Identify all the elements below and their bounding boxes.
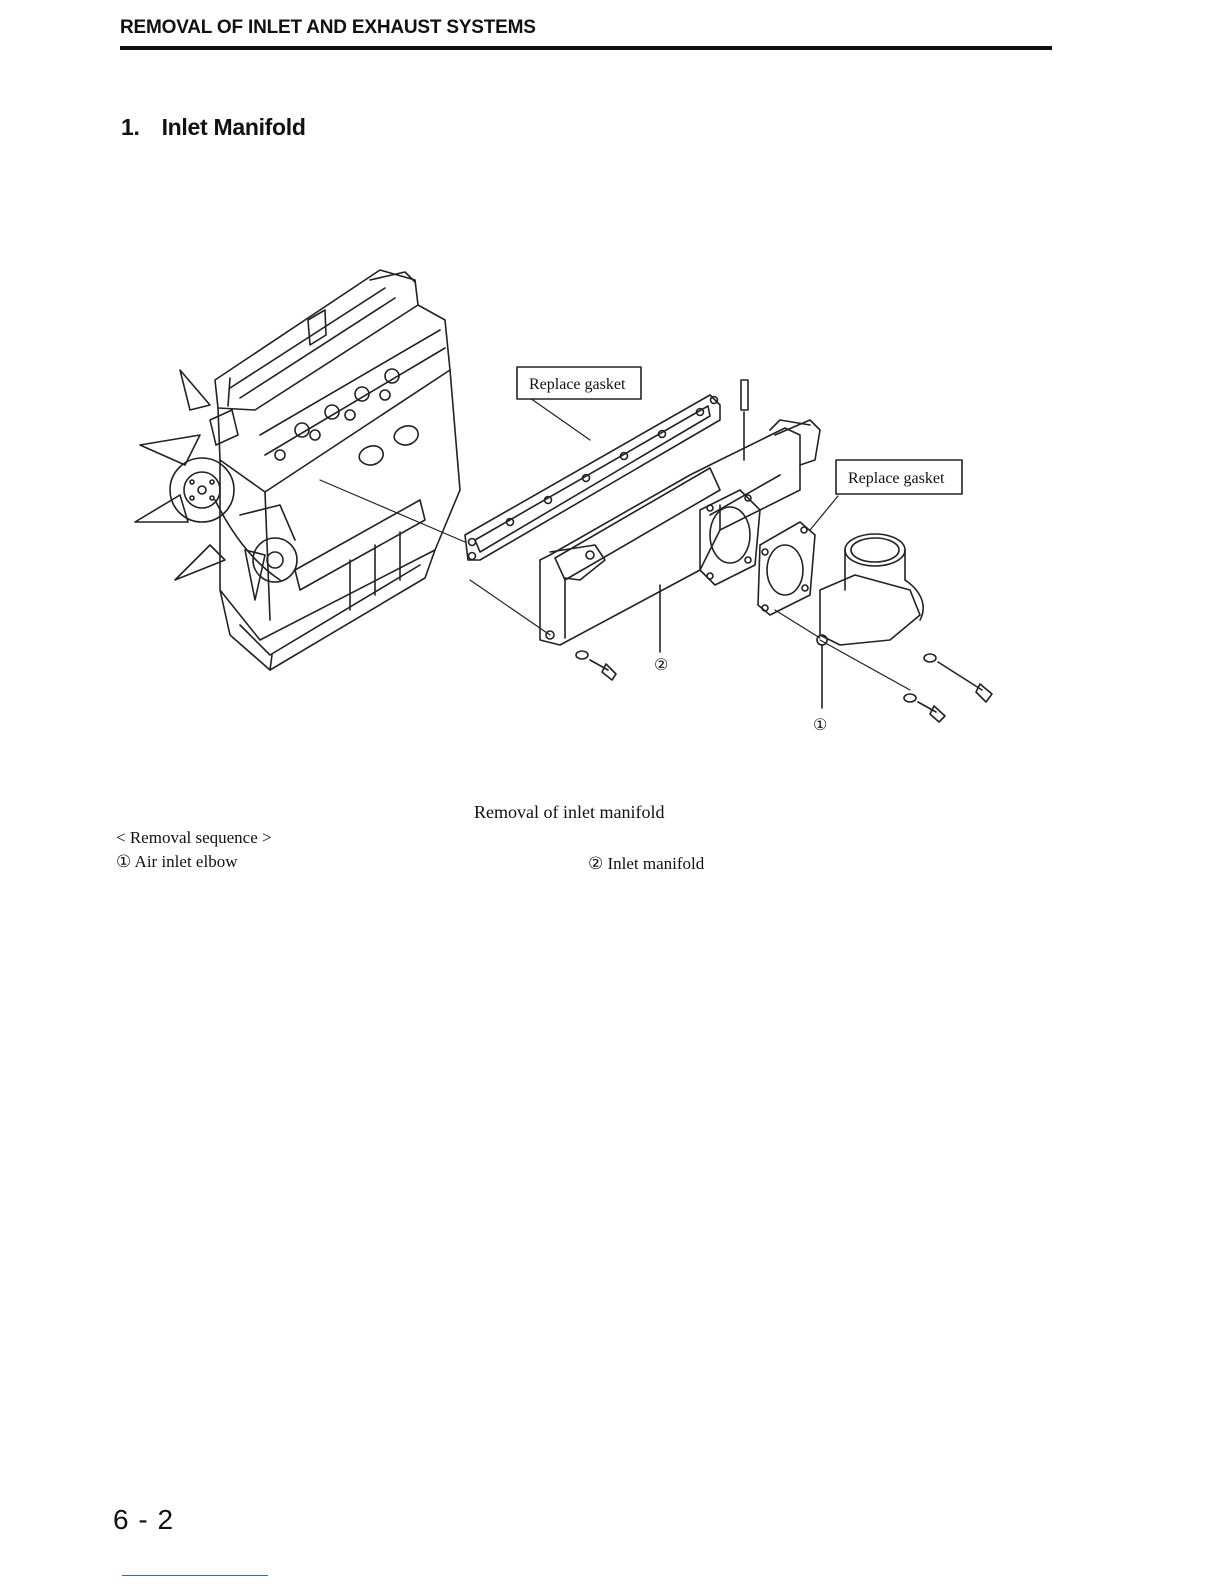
figure-caption: Removal of inlet manifold <box>474 802 664 823</box>
svg-text:Replace gasket: Replace gasket <box>529 376 626 393</box>
header-divider <box>120 46 1052 50</box>
callout-part-1: ① <box>813 717 827 734</box>
page-header-title: REMOVAL OF INLET AND EXHAUST SYSTEMS <box>120 17 536 39</box>
removal-sequence-title: < Removal sequence > <box>116 828 272 848</box>
engine-illustration <box>135 270 460 670</box>
section-title: Inlet Manifold <box>162 114 306 140</box>
elbow-gasket <box>758 522 815 615</box>
callout-part-2: ② <box>654 657 668 674</box>
inlet-manifold <box>540 420 820 652</box>
callout-replace-gasket-right: Replace gasket <box>836 460 962 494</box>
section-heading: 1. Inlet Manifold <box>121 114 306 141</box>
manifold-gasket <box>465 395 720 560</box>
removal-sequence-item: ② Inlet manifold <box>588 854 704 874</box>
exploded-view-diagram: Replace gasket Replace gasket ② ① <box>120 260 1040 750</box>
callout-replace-gasket-top: Replace gasket <box>517 367 641 399</box>
page-number: 6 - 2 <box>113 1504 174 1536</box>
section-number: 1. <box>121 114 140 140</box>
air-inlet-elbow <box>817 534 923 708</box>
fasteners <box>576 651 992 722</box>
footer-divider <box>122 1575 268 1576</box>
svg-text:Replace gasket: Replace gasket <box>848 470 945 487</box>
removal-sequence-item: ① Air inlet elbow <box>116 852 237 872</box>
